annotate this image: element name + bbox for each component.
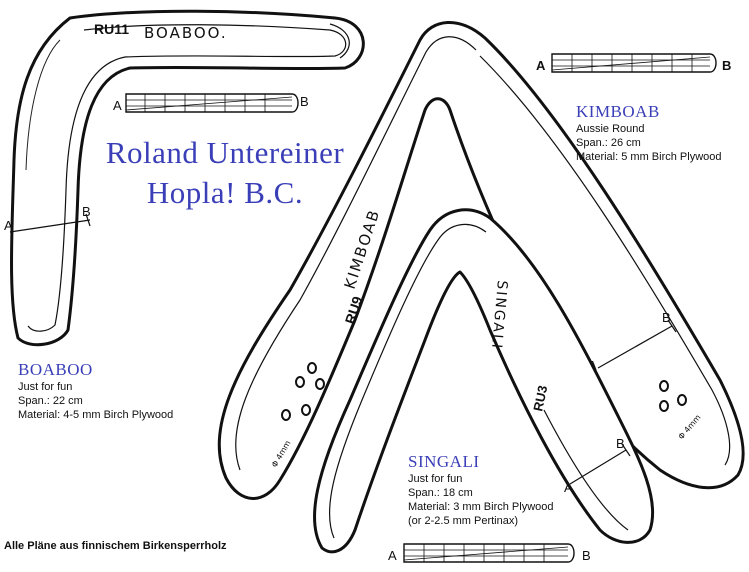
singali-section-a: A [564,480,573,495]
singali-material: Material: 3 mm Birch Plywood [408,501,554,513]
singali-span: Span.: 18 cm [408,487,473,499]
kimboab-title: KIMBOAB [576,102,660,121]
boaboo-material: Material: 4-5 mm Birch Plywood [18,409,174,421]
author-name: Roland Untereiner [105,135,345,170]
kimboab-profile-a: A [536,58,546,73]
singali-purpose: Just for fun [408,473,463,485]
boaboo-outline [10,9,365,347]
boaboo-purpose: Just for fun [18,381,73,393]
singali-section-b: B [616,436,625,451]
boaboo-section-line [9,213,91,233]
boaboo-section-a: A [4,218,13,233]
singali-title: SINGALI [408,452,480,471]
kimboab-section-line [597,319,677,369]
boaboo-handwritten-name: BOABOO. [144,24,228,42]
kimboab-holes [281,362,687,421]
singali-profile-b: B [582,548,591,563]
boaboo-code: RU11 [94,21,129,37]
singali-code: RU3 [530,384,550,413]
footer-note: Alle Pläne aus finnischem Birkensperrhol… [4,540,227,552]
kimboab-section-b: B [662,310,671,325]
boaboo-info: BOABOO Just for fun Span.: 22 cm Materia… [18,360,173,422]
kimboab-profile-b: B [722,58,731,73]
boaboo-profile [125,93,299,113]
singali-material-alt: (or 2-2.5 mm Pertinax) [408,515,519,527]
kimboab-purpose: Aussie Round [576,123,645,135]
boaboo-profile-b: B [300,94,309,109]
kimboab-info: KIMBOAB Aussie Round Span.: 26 cm Materi… [576,102,722,164]
kimboab-profile [551,53,717,73]
kimboab-material: Material: 5 mm Birch Plywood [576,151,722,163]
singali-profile [403,543,575,563]
singali-section-line [569,443,631,485]
author-title: Roland Untereiner Hopla! B.C. [60,133,390,213]
boaboo-span: Span.: 22 cm [18,395,83,407]
singali-info: SINGALI Just for fun Span.: 18 cm Materi… [408,452,554,528]
singali-handwritten-name: SINGALI [488,280,510,351]
author-club: Hopla! B.C. [146,175,304,210]
singali-outline [313,208,655,554]
boaboo-title: BOABOO [18,360,93,379]
boaboo-profile-a: A [113,98,122,113]
kimboab-outline [217,21,745,500]
boaboo-section-b: B [82,204,91,219]
kimboab-span: Span.: 26 cm [576,137,641,149]
singali-profile-a: A [388,548,397,563]
